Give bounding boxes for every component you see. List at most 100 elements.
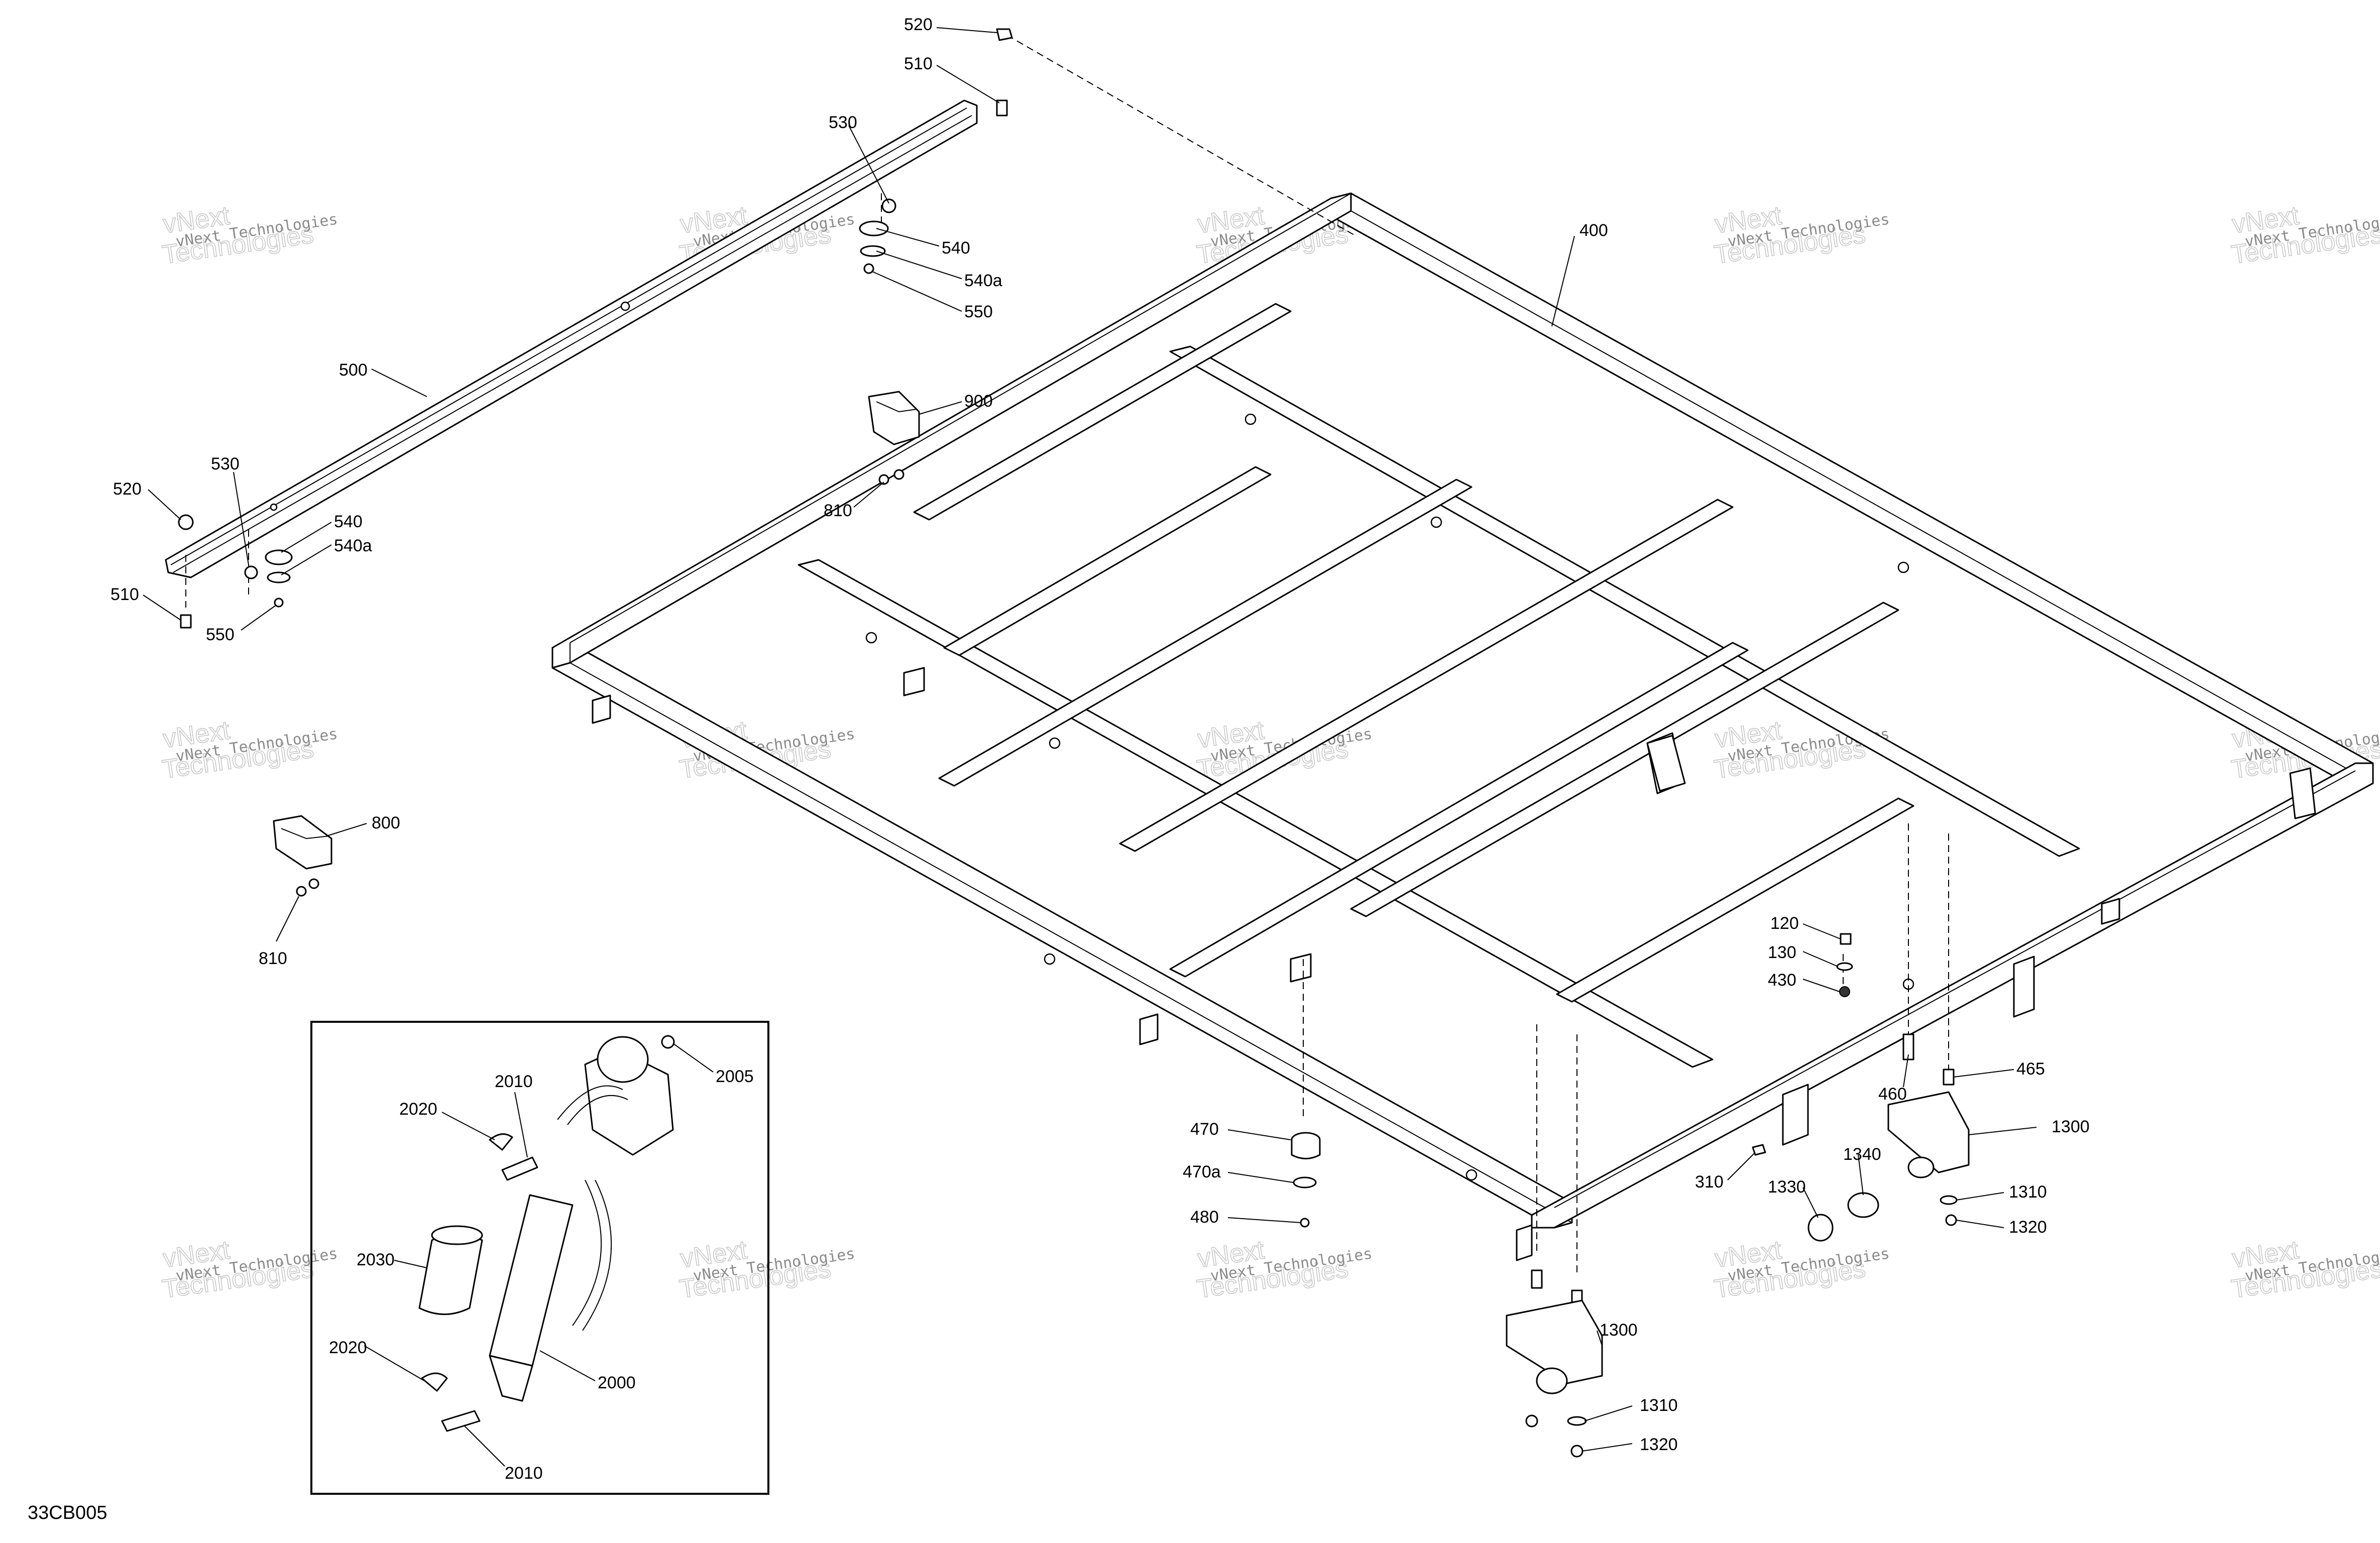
washer-540a [860,245,886,257]
diagram-code: 33CB005 [28,1502,107,1523]
watermark: vNext Technologies vNext Technologies [2229,200,2380,270]
label-1340: 1340 [1843,1145,1881,1164]
watermark: vNext Technologies vNext Technologies [677,1235,856,1304]
watermark: vNext Technologies vNext Technologies [1712,200,1891,270]
label-540a: 540a [334,536,372,555]
cover-2030 [418,1233,483,1315]
label-1320: 1320 [2009,1218,2047,1237]
bracket-900 [868,391,920,485]
watermark: vNext Technologies vNext Technologies [1712,1235,1891,1304]
rail-500 [165,99,978,578]
frame-rail-back [1330,192,2374,789]
nut-520 [996,28,1013,41]
nut-530 [881,198,896,213]
hardware-right [1752,933,1970,1242]
label-540: 540 [334,512,363,531]
mount-1300 [1887,1091,1970,1173]
watermark: vNext Technologies vNext Technologies [160,1235,339,1304]
stud-460 [1902,1033,1914,1060]
label-1310: 1310 [1640,1396,1678,1415]
frame-beam-b [938,479,1472,787]
nut-1320 [1945,1214,1957,1226]
label-500: 500 [339,361,368,380]
bumper-470 [1291,1132,1321,1228]
label-510: 510 [904,54,933,73]
nut-430 [1839,986,1850,997]
actuator-2000 [489,1194,574,1367]
label-2030: 2030 [357,1250,395,1269]
label-2020: 2020 [329,1338,367,1357]
actuator-assembly [418,1035,675,1432]
bushing-1340 [1847,1192,1879,1218]
label-550: 550 [206,625,235,644]
nut-530 [244,565,258,579]
latch-bracket [1646,735,1686,792]
label-2010: 2010 [505,1464,543,1483]
nut-1320 [1570,1445,1583,1458]
label-310: 310 [1695,1172,1724,1192]
screw-310 [1752,1144,1766,1156]
mount-1300-bottom [1506,1269,1603,1458]
label-520: 520 [113,480,142,499]
frame-rail-front [551,642,1573,1229]
label-530: 530 [829,113,857,132]
label-530: 530 [211,454,240,473]
frame-beam-a [943,466,1272,656]
nut-480 [1300,1218,1310,1228]
clip-2020-top [489,1133,513,1151]
label-130: 130 [1768,943,1796,962]
label-510: 510 [110,585,139,604]
nut-520 [178,514,194,530]
frame-beam-e [1350,602,1899,917]
label-400: 400 [1579,221,1608,240]
frame-beam-c [1119,499,1734,852]
bolt-510 [180,614,192,629]
label-900: 900 [964,392,993,411]
frame-beam-d [1169,642,1749,978]
screw-550 [863,263,874,274]
frame-beam-f [1556,797,1914,1003]
watermark: vNext Technologies vNext Technologies [2229,1235,2380,1304]
label-470: 470 [1190,1120,1219,1139]
frame-crossmember-2 [1169,345,2080,857]
label-1300: 1300 [2052,1117,2090,1136]
bracket-800 [273,815,332,897]
label-1310: 1310 [2009,1182,2047,1202]
hardware-left [178,514,293,629]
label-1330: 1330 [1768,1177,1806,1197]
hardware-top [859,28,1013,274]
frame-beam-g [913,303,1292,521]
washer-540a [267,571,291,583]
label-2010: 2010 [495,1072,533,1091]
label-800: 800 [372,813,400,833]
screw-2005 [661,1035,675,1049]
label-520: 520 [904,15,933,34]
label-2020: 2020 [399,1100,437,1119]
label-2000: 2000 [598,1373,636,1392]
inset-box [310,1021,769,1495]
washer-130 [1836,962,1853,971]
label-465: 465 [2016,1059,2045,1079]
label-2005: 2005 [716,1067,754,1086]
main-frame-400 [551,192,2374,1261]
label-540a: 540a [964,271,1002,290]
label-1320: 1320 [1640,1435,1678,1454]
washer-1310 [1567,1416,1587,1426]
label-120: 120 [1770,914,1799,933]
bolt-510 [996,99,1008,116]
label-470a: 470a [1183,1162,1221,1181]
label-480: 480 [1190,1208,1219,1227]
label-540: 540 [942,239,970,258]
label-810: 810 [259,949,287,968]
watermark: vNext Technologies vNext Technologies [1195,1235,1374,1304]
label-1300: 1300 [1600,1321,1638,1340]
screw-120 [1840,933,1852,945]
label-460: 460 [1878,1085,1907,1104]
washer-1310 [1940,1195,1958,1205]
part-labels: 520 510 530 540 540a 550 500 400 900 810… [110,15,2090,1483]
pin-2010-bottom [441,1410,481,1432]
pin-2010-top [501,1156,538,1181]
label-430: 430 [1768,971,1796,990]
dashed-leader [1006,35,1356,236]
